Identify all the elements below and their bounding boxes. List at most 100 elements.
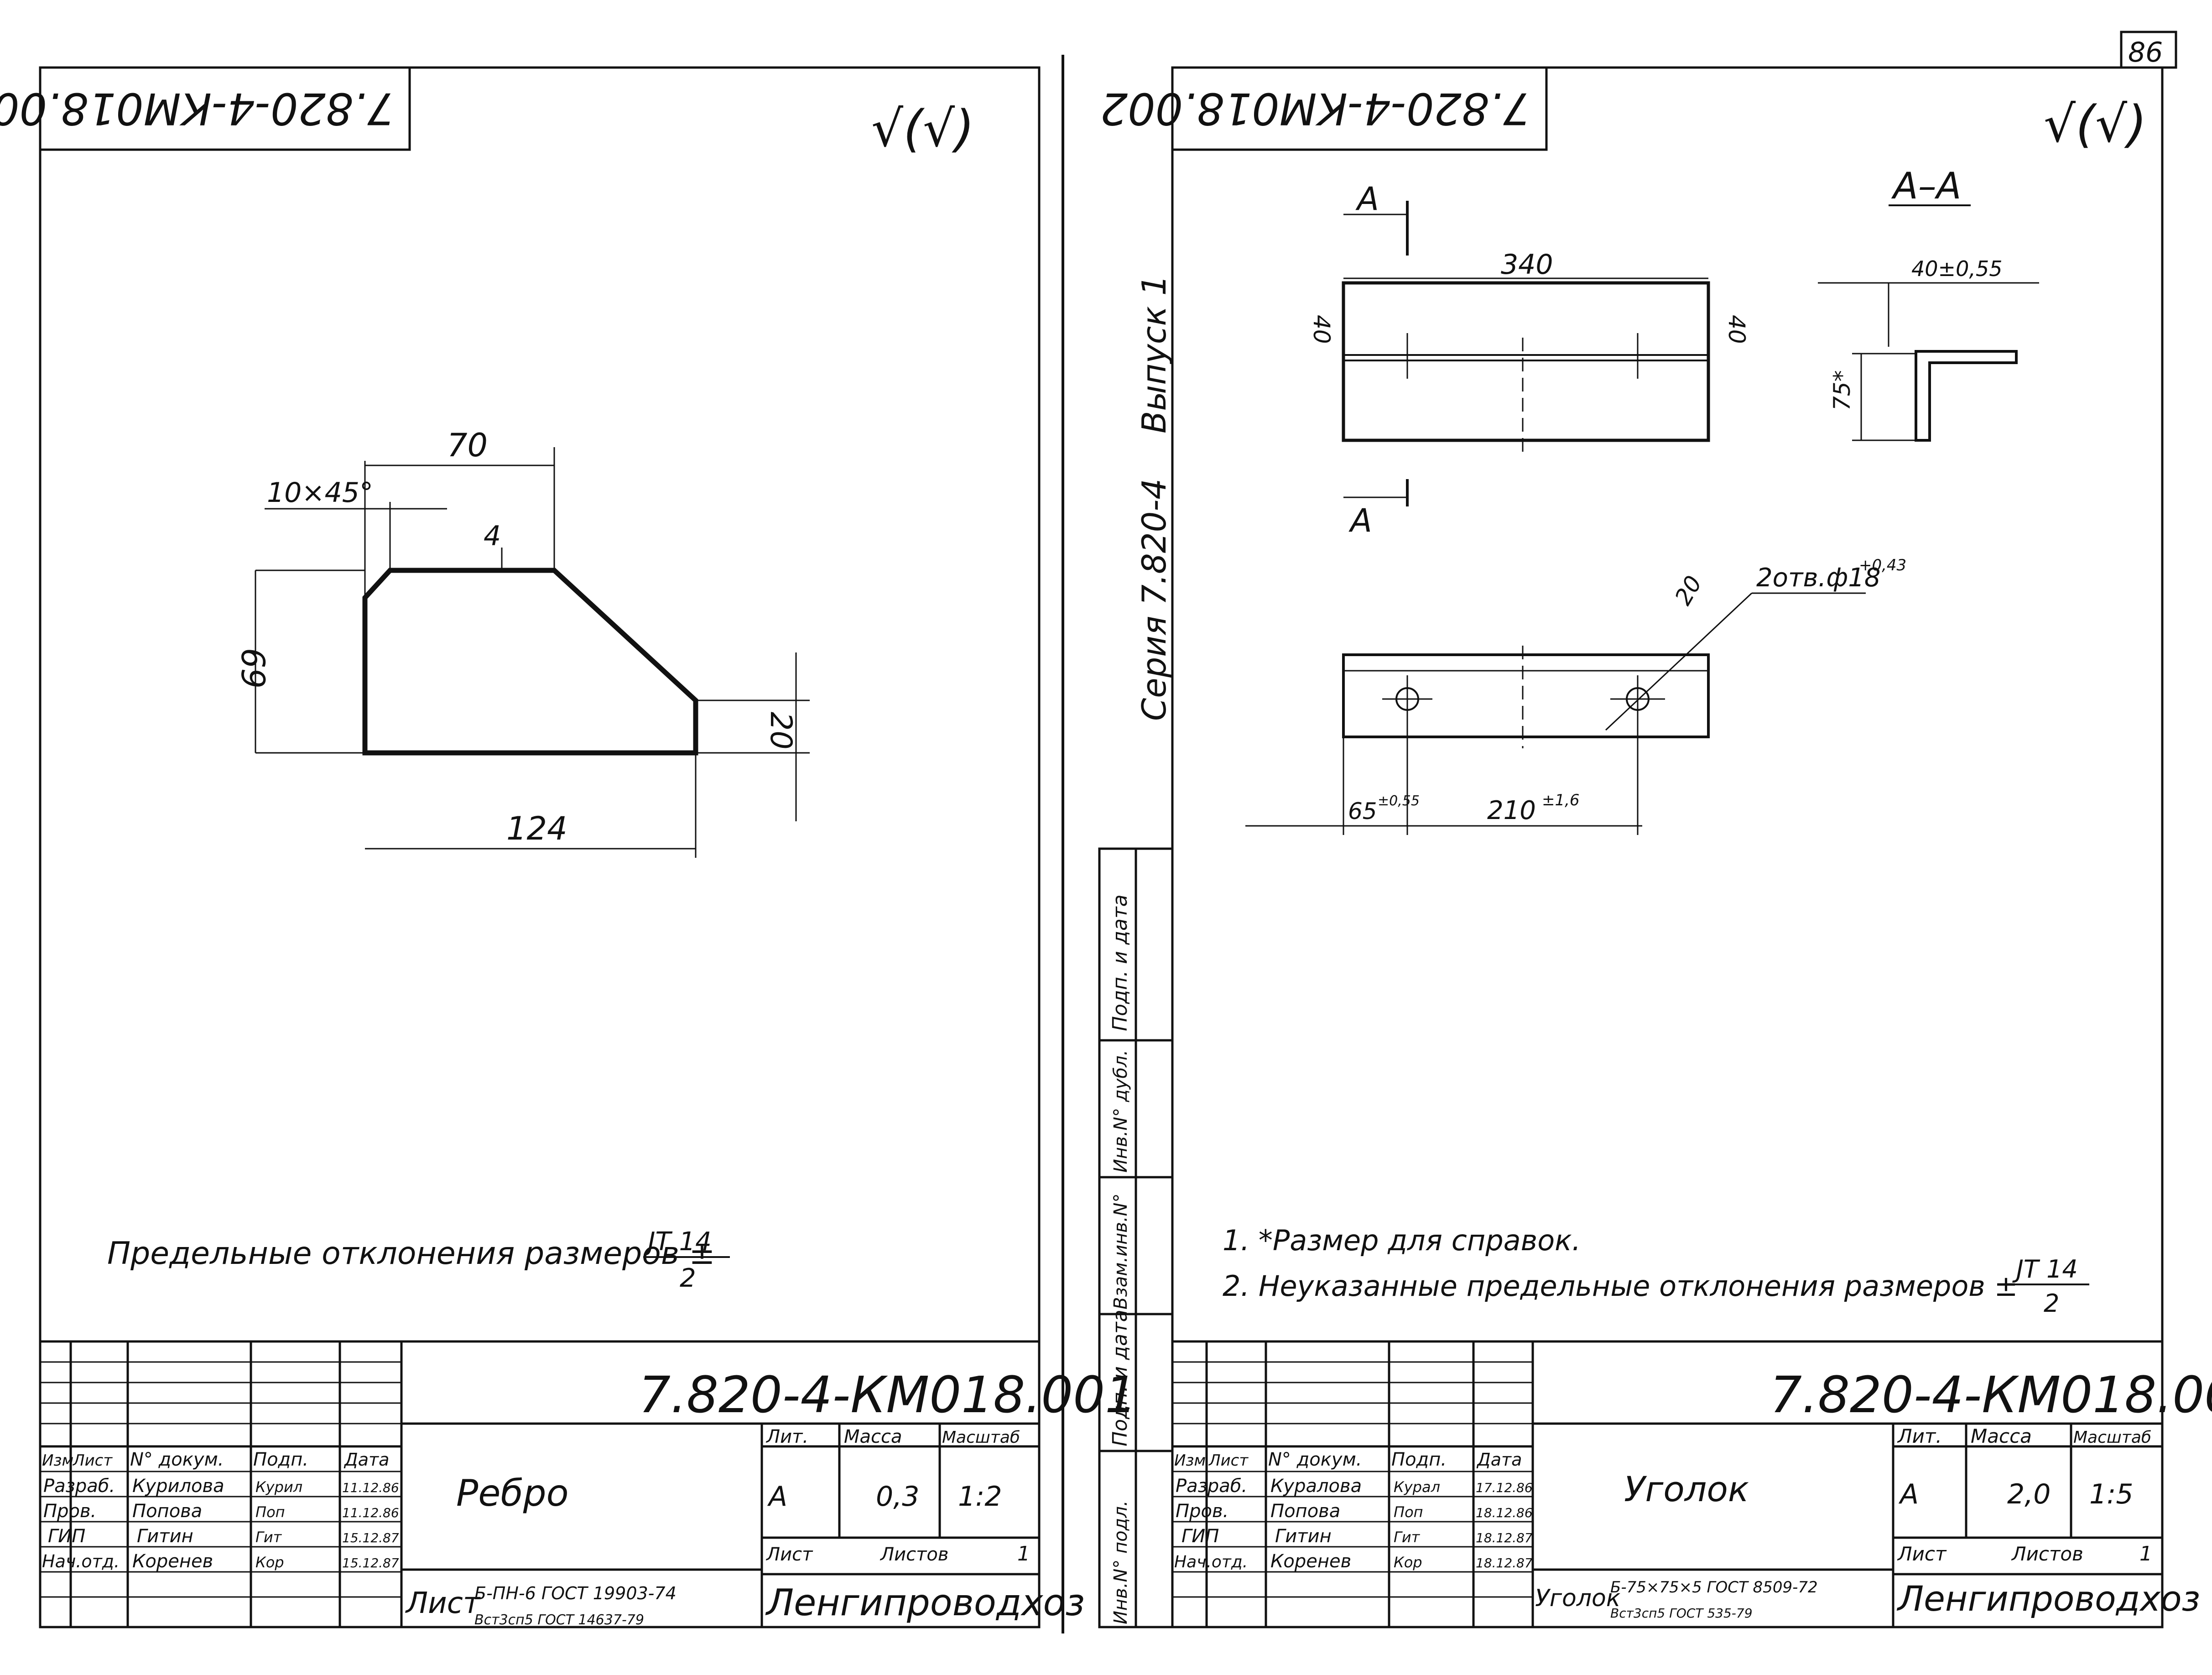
- right-code-box: [1171, 66, 1548, 151]
- right-title-block: [1172, 1340, 2162, 1627]
- right-lit-label: Лит.: [1897, 1425, 1942, 1447]
- right-row2-date: 18.12.86: [1476, 1505, 1533, 1520]
- dim-left-edge: 40: [1308, 315, 1335, 344]
- right-row4-date: 18.12.87: [1476, 1555, 1533, 1571]
- left-scale: 1:2: [958, 1481, 1002, 1513]
- dim-first-hole: 65: [1348, 798, 1377, 824]
- left-row3-name: Гитин: [137, 1526, 193, 1547]
- left-code-rotated: 7.820-4-КМ018.001: [0, 83, 395, 133]
- dim-right-height: 20: [764, 712, 798, 750]
- right-row2-role: Пров.: [1176, 1501, 1228, 1522]
- left-row2-date: 11.12.86: [342, 1505, 399, 1520]
- right-part-name: Уголок: [1624, 1469, 1749, 1509]
- left-header-date: Дата: [344, 1450, 389, 1470]
- right-lit: А: [1898, 1478, 1919, 1510]
- side-stamp-5: Инв.N° подл.: [1110, 1500, 1131, 1624]
- dim-hole-edge: 20: [1670, 571, 1707, 610]
- left-organization: Ленгипроводхоз: [765, 1581, 1085, 1624]
- right-material-prefix: Уголок: [1535, 1585, 1621, 1612]
- right-mass: 2,0: [2007, 1478, 2051, 1510]
- dim-holes-tol: +0,43: [1859, 556, 1906, 574]
- right-header-list: Лист: [1208, 1451, 1249, 1470]
- dim-section-height: 75*: [1829, 370, 1855, 411]
- left-header-izm: Изм: [42, 1451, 73, 1470]
- right-tolerance-den: 2: [2044, 1289, 2059, 1318]
- dim-weld: 4: [484, 520, 501, 552]
- dim-right-edge: 40: [1723, 315, 1750, 344]
- right-sheets-value: 1: [2139, 1542, 2152, 1565]
- right-row4-sign: Кор: [1394, 1554, 1422, 1571]
- left-scale-label: Масштаб: [942, 1428, 1020, 1447]
- angle-section: [1915, 350, 2018, 442]
- dim-height: 69: [234, 648, 271, 689]
- dim-top-width: 70: [447, 427, 488, 464]
- left-material-top: Б-ПН-6 ГОСТ 19903-74: [474, 1583, 677, 1603]
- right-row3-name: Гитин: [1275, 1526, 1332, 1547]
- left-sheet-label: Лист: [765, 1544, 813, 1565]
- left-sheets-label: Листов: [880, 1544, 948, 1565]
- left-part-name: Ребро: [456, 1472, 569, 1514]
- dim-bottom-width: 124: [506, 810, 567, 847]
- dim-section-width: 40±0,55: [1911, 256, 2003, 281]
- left-doc-code: 7.820-4-КМ018.001: [639, 1366, 1137, 1424]
- left-header-sign: Подп.: [253, 1449, 308, 1470]
- side-issue: Выпуск 1: [1135, 275, 1173, 433]
- rib-plate-outline: [362, 568, 698, 756]
- right-header-sign: Подп.: [1391, 1449, 1447, 1470]
- right-row3-date: 18.12.87: [1476, 1530, 1533, 1545]
- side-stamp-1: Подп. и дата: [1109, 894, 1132, 1031]
- page-number: 86: [2128, 37, 2163, 68]
- left-row1-sign: Курил: [255, 1478, 302, 1496]
- right-row4-name: Коренев: [1270, 1551, 1351, 1572]
- side-series: Серия 7.820-4: [1135, 479, 1173, 721]
- left-tolerance-den: 2: [680, 1263, 696, 1293]
- left-mass: 0,3: [876, 1481, 919, 1513]
- dim-hole-spacing-tol: ±1,6: [1542, 791, 1580, 809]
- dim-chamfer: 10×45°: [267, 477, 373, 509]
- right-mass-label: Масса: [1971, 1425, 2032, 1447]
- right-code-rotated: 7.820-4-КМ018.002: [1100, 83, 1530, 133]
- right-header-doc: N° докум.: [1268, 1449, 1362, 1470]
- right-row1-sign: Курал: [1394, 1478, 1440, 1496]
- left-tolerance-note: Предельные отклонения размеров ±: [107, 1236, 715, 1272]
- section-label: А–А: [1891, 165, 1961, 207]
- right-note-2: 2. Неуказанные предельные отклонения раз…: [1223, 1269, 2018, 1303]
- left-mass-label: Масса: [844, 1426, 902, 1447]
- right-frame: [1171, 66, 2164, 1628]
- roughness-mark-right: √(√): [2044, 95, 2147, 153]
- cut-marker-bottom: А: [1348, 502, 1372, 539]
- angle-plan-view: [1342, 653, 1710, 738]
- cut-marker-top: А: [1355, 180, 1379, 218]
- left-row4-date: 15.12.87: [342, 1555, 399, 1571]
- right-row1-date: 17.12.86: [1476, 1480, 1533, 1495]
- right-scale-label: Масштаб: [2073, 1428, 2151, 1447]
- right-sheets-label: Листов: [2011, 1543, 2083, 1565]
- right-note-1: 1. *Размер для справок.: [1223, 1224, 1581, 1257]
- left-row2-sign: Поп: [255, 1503, 285, 1521]
- side-stamp-3: Взам.инв.N°: [1110, 1194, 1131, 1310]
- left-row2-role: Пров.: [43, 1501, 96, 1522]
- left-row4-role: Нач.отд.: [42, 1551, 120, 1571]
- left-header-doc: N° докум.: [130, 1449, 224, 1470]
- right-header-izm: Изм: [1174, 1451, 1206, 1470]
- dim-hole-spacing: 210: [1487, 796, 1536, 825]
- right-organization: Ленгипроводхоз: [1896, 1578, 2200, 1619]
- right-header-date: Дата: [1476, 1450, 1522, 1470]
- left-row1-date: 11.12.86: [342, 1480, 399, 1495]
- left-row4-sign: Кор: [255, 1554, 284, 1571]
- left-lit: А: [767, 1481, 787, 1513]
- right-row2-sign: Поп: [1394, 1503, 1423, 1521]
- roughness-mark-left: √(√): [871, 99, 974, 158]
- left-row2-name: Попова: [132, 1501, 202, 1522]
- dim-holes: 2отв.ф18: [1756, 563, 1880, 593]
- right-sheet-label: Лист: [1897, 1543, 1947, 1565]
- left-row3-sign: Гит: [255, 1529, 282, 1546]
- left-tolerance-num: JT 14: [643, 1227, 712, 1257]
- dim-length: 340: [1501, 249, 1553, 281]
- left-lit-label: Лит.: [765, 1426, 808, 1447]
- angle-front-view: [1342, 281, 1710, 442]
- left-material-bottom: Вст3сп5 ГОСТ 14637-79: [474, 1612, 644, 1628]
- right-row1-role: Разраб.: [1176, 1476, 1247, 1497]
- right-row1-name: Куралова: [1270, 1476, 1362, 1497]
